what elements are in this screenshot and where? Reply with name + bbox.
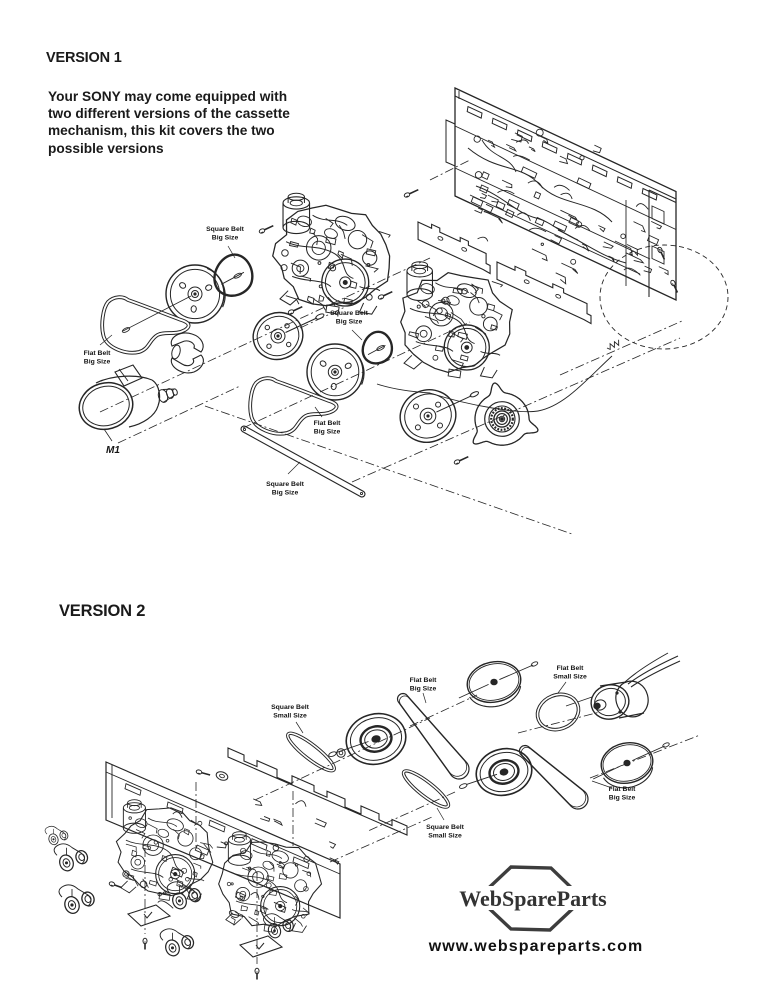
- svg-text:WebSpareParts: WebSpareParts: [459, 886, 607, 911]
- svg-text:www.webspareparts.com: www.webspareparts.com: [428, 938, 644, 955]
- svg-text:M1: M1: [106, 445, 120, 456]
